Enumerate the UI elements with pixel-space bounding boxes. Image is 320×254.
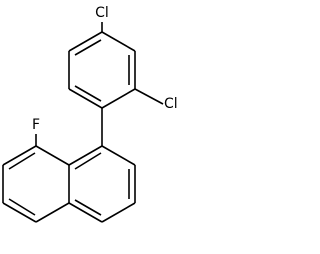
bond-nap-b2-inner [8,152,36,170]
bond-nap-a4-inner [74,199,102,216]
bond-nap-b2 [2,145,37,166]
chlorine-ortho-label: Cl [164,96,178,112]
fluorine-label: F [32,117,40,133]
bond-nap-b4-inner [8,198,36,216]
dichlorophenyl-ring [68,31,136,109]
bond-nap-a6 [68,145,103,166]
chlorine-para-label: Cl [95,5,109,21]
bond-nap-a3 [101,202,136,223]
bond-nap-b4 [2,202,37,223]
bond-ring1-f-inner [74,39,102,56]
bond-ring1-f [68,31,103,52]
bond-nap-b5 [35,202,70,223]
bond-ring1-c [101,88,136,109]
bond-nap-a6-inner [74,152,102,170]
bond-nap-b1 [35,145,70,166]
bond-nap-a4 [68,202,103,223]
bond-ring1-d [68,88,103,109]
naphthalene-ring-b [2,145,70,223]
molecule-structure-diagram: Cl Cl F [2,5,178,223]
bond-ring1-d-inner [74,85,102,102]
bond-cl-ortho [134,88,164,105]
bond-ring1-a [101,31,136,52]
bond-nap-a1 [101,145,136,166]
naphthalene-ring-a [68,145,136,223]
